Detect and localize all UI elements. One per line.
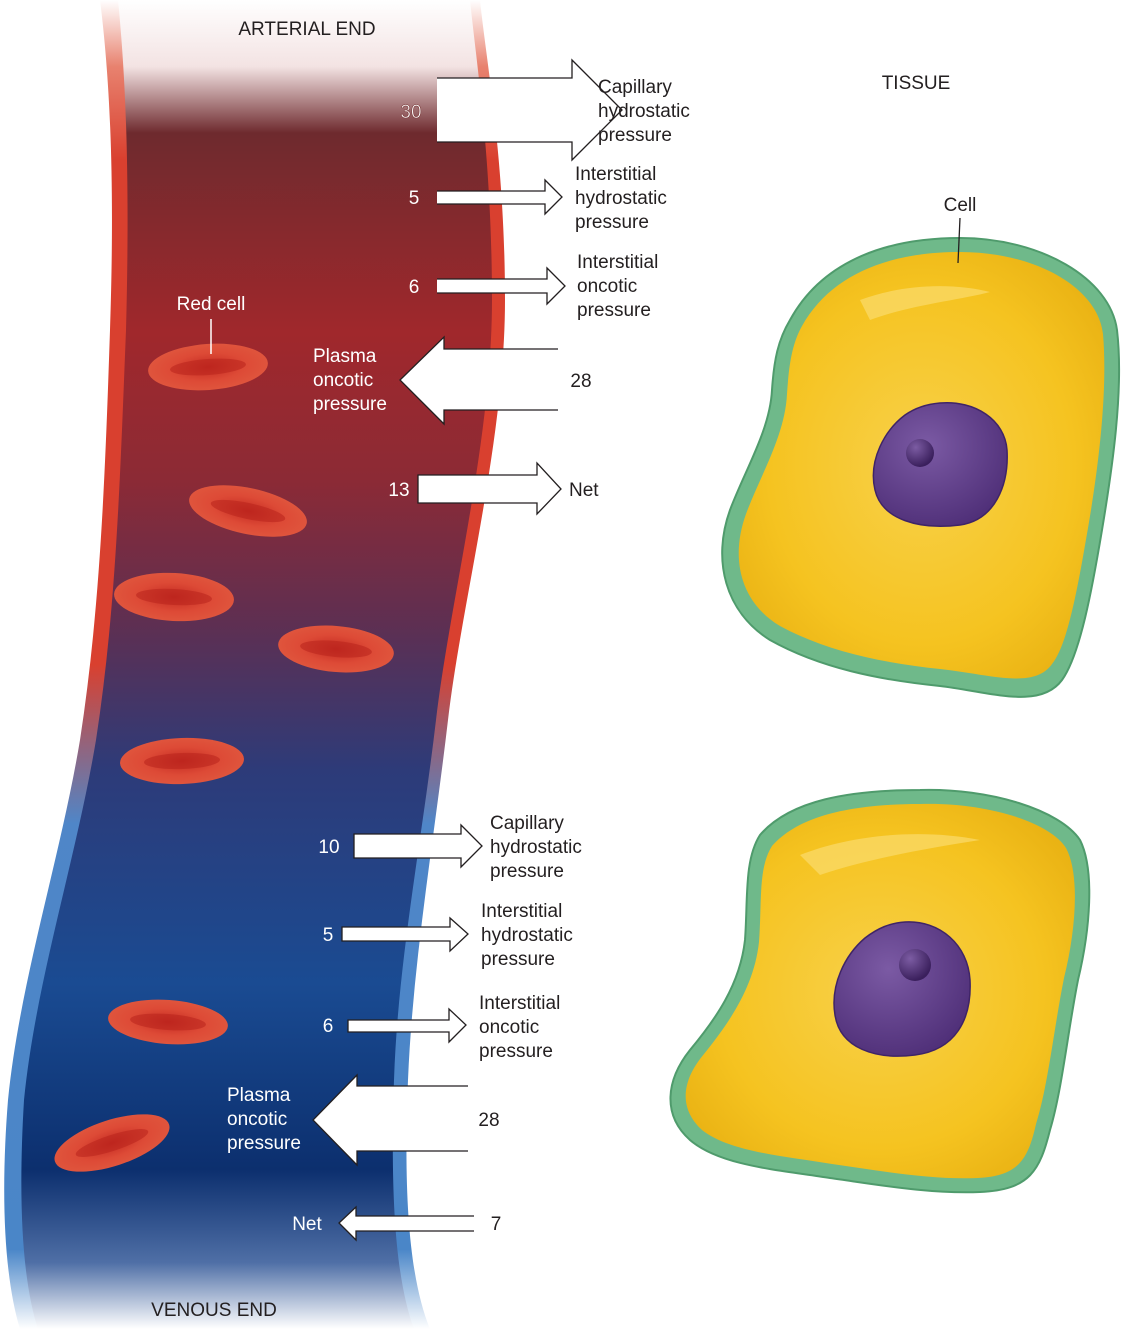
value-interstitial-hydrostatic-venous: 5 bbox=[323, 925, 334, 946]
value-interstitial-hydrostatic-arterial: 5 bbox=[409, 188, 420, 209]
label-capillary-hydrostatic-venous: Capillary hydrostatic pressure bbox=[490, 813, 587, 882]
value-plasma-oncotic-arterial: 28 bbox=[570, 371, 591, 392]
label-interstitial-hydrostatic-arterial: Interstitial hydrostatic pressure bbox=[575, 164, 672, 233]
arterial-end-label: ARTERIAL END bbox=[238, 19, 375, 40]
label-net-venous: Net bbox=[292, 1214, 322, 1235]
value-interstitial-oncotic-venous: 6 bbox=[323, 1016, 334, 1037]
value-plasma-oncotic-venous: 28 bbox=[478, 1110, 499, 1131]
nucleolus bbox=[899, 949, 931, 981]
nucleolus bbox=[906, 439, 934, 467]
label-net-arterial: Net bbox=[569, 480, 599, 501]
label-interstitial-oncotic-arterial: Interstitial oncotic pressure bbox=[577, 252, 664, 321]
label-interstitial-oncotic-venous: Interstitial oncotic pressure bbox=[479, 993, 566, 1062]
value-net-venous: 7 bbox=[491, 1214, 502, 1235]
value-capillary-hydrostatic-venous: 10 bbox=[318, 837, 339, 858]
label-capillary-hydrostatic-arterial: Capillary hydrostatic pressure bbox=[598, 77, 695, 146]
label-plasma-oncotic-arterial: Plasma oncotic pressure bbox=[313, 346, 387, 415]
label-plasma-oncotic-venous: Plasma oncotic pressure bbox=[227, 1085, 301, 1154]
value-capillary-hydrostatic-arterial: 30 bbox=[400, 102, 421, 123]
value-net-arterial: 13 bbox=[388, 480, 409, 501]
cell-label: Cell bbox=[944, 195, 977, 216]
label-interstitial-hydrostatic-venous: Interstitial hydrostatic pressure bbox=[481, 901, 578, 970]
red-cell-label: Red cell bbox=[177, 294, 246, 315]
tissue-label: TISSUE bbox=[882, 73, 951, 94]
tissue-cell-upper bbox=[722, 238, 1119, 697]
value-interstitial-oncotic-arterial: 6 bbox=[409, 277, 420, 298]
tissue-cell-lower bbox=[670, 790, 1089, 1192]
venous-end-label: VENOUS END bbox=[151, 1300, 277, 1321]
